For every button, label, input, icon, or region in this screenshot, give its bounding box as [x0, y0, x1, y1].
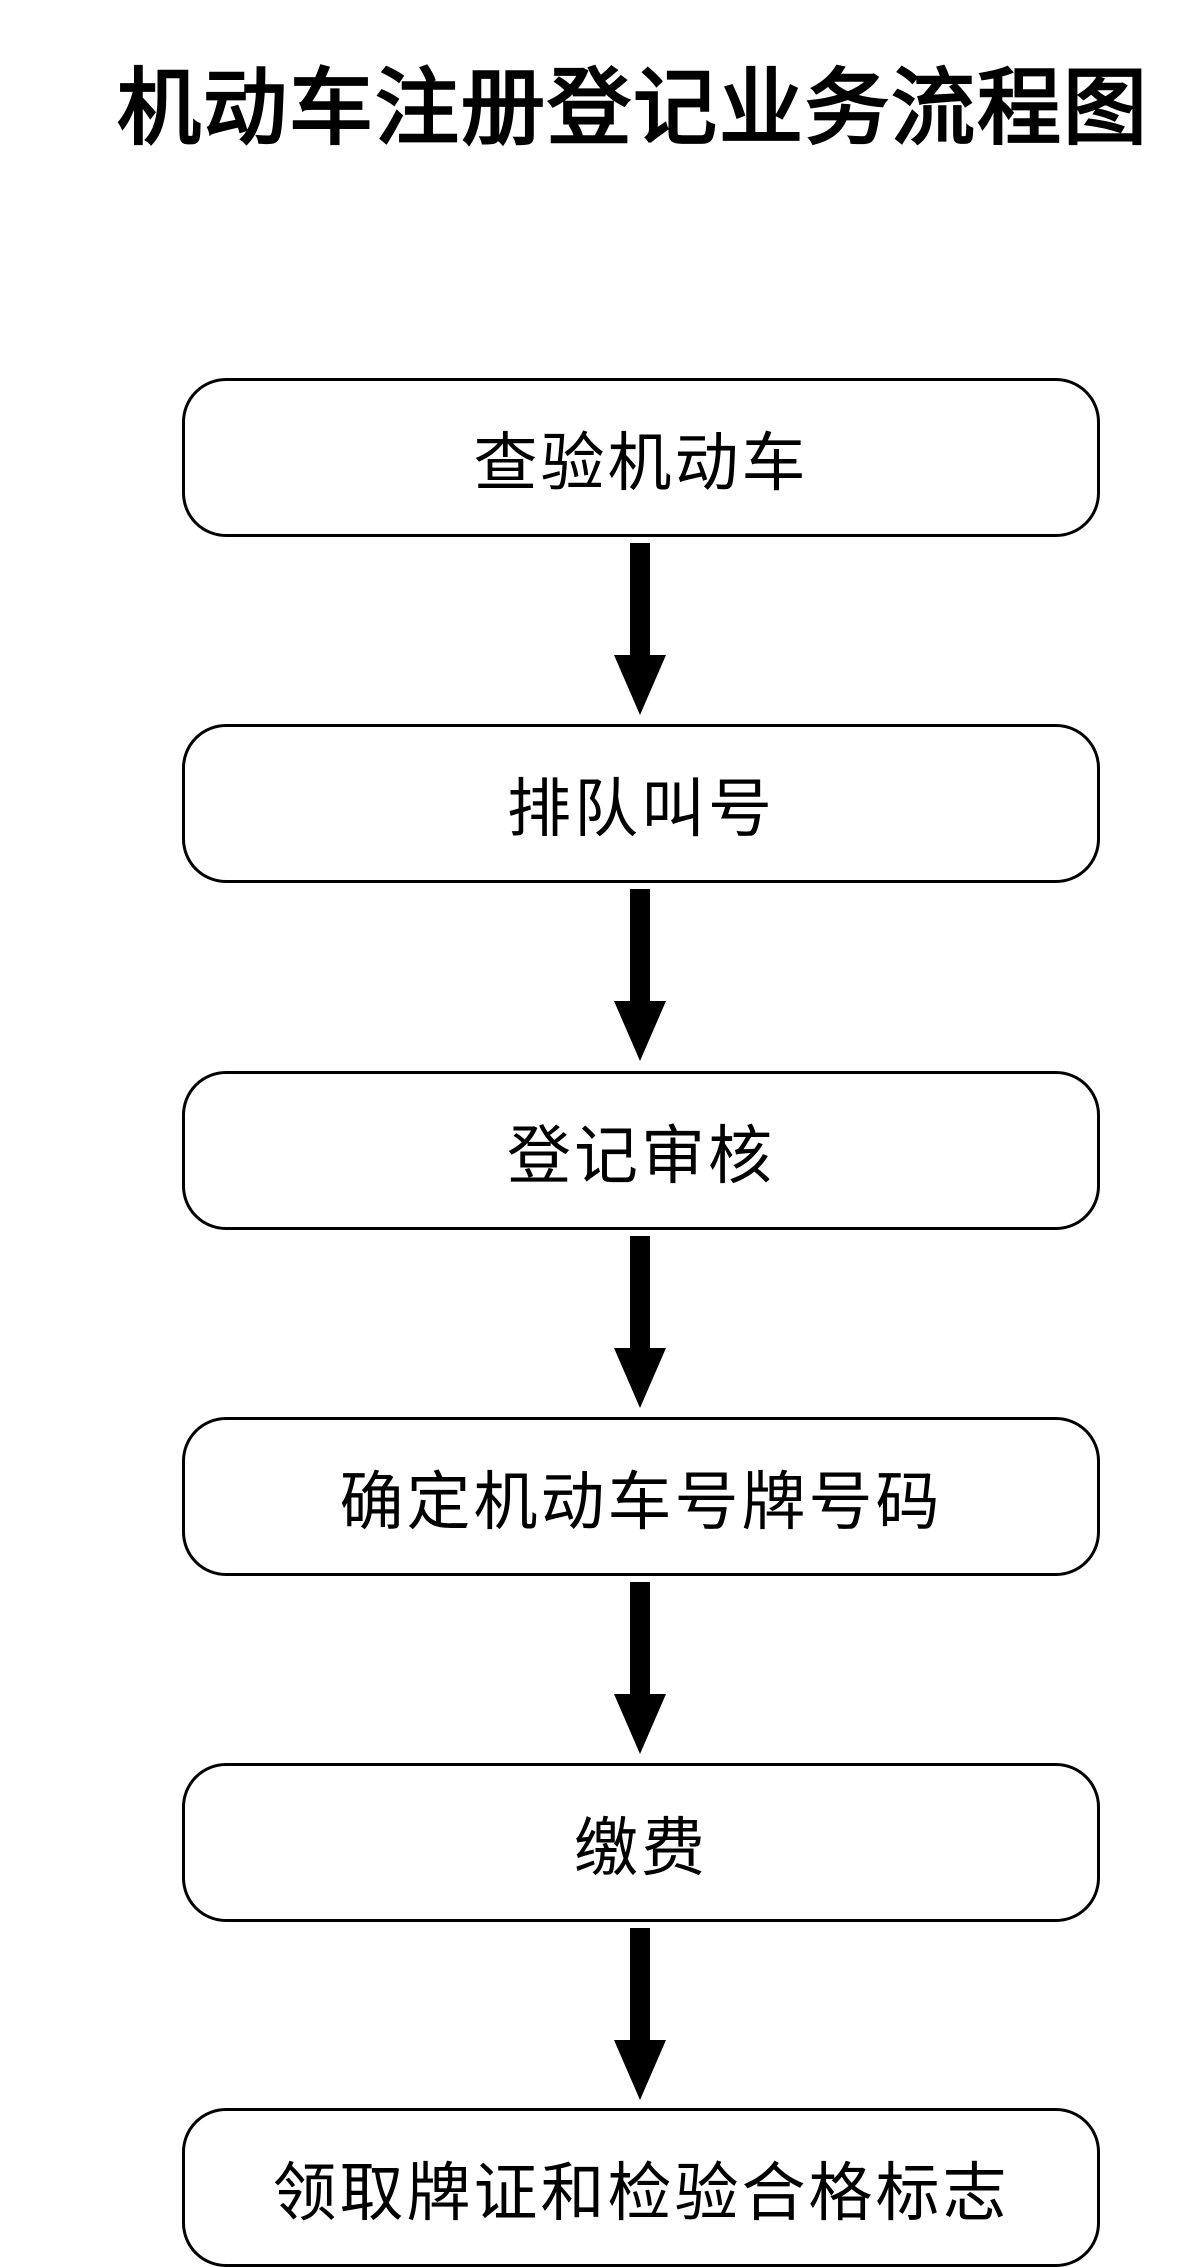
step-collect-plates-and-certificate: 领取牌证和检验合格标志: [182, 2108, 1100, 2267]
step-payment: 缴费: [182, 1763, 1100, 1922]
diagram-title: 机动车注册登记业务流程图: [117, 59, 1150, 157]
step-queue-call: 排队叫号: [182, 724, 1100, 883]
arrow-down-3: [614, 1236, 666, 1408]
arrow-down-2: [614, 889, 666, 1061]
step-registration-review: 登记审核: [182, 1071, 1100, 1230]
arrow-down-4: [614, 1582, 666, 1754]
arrow-down-1: [614, 543, 666, 715]
step-inspect-vehicle: 查验机动车: [182, 378, 1100, 537]
step-assign-plate-number: 确定机动车号牌号码: [182, 1417, 1100, 1576]
arrow-down-5: [614, 1928, 666, 2100]
